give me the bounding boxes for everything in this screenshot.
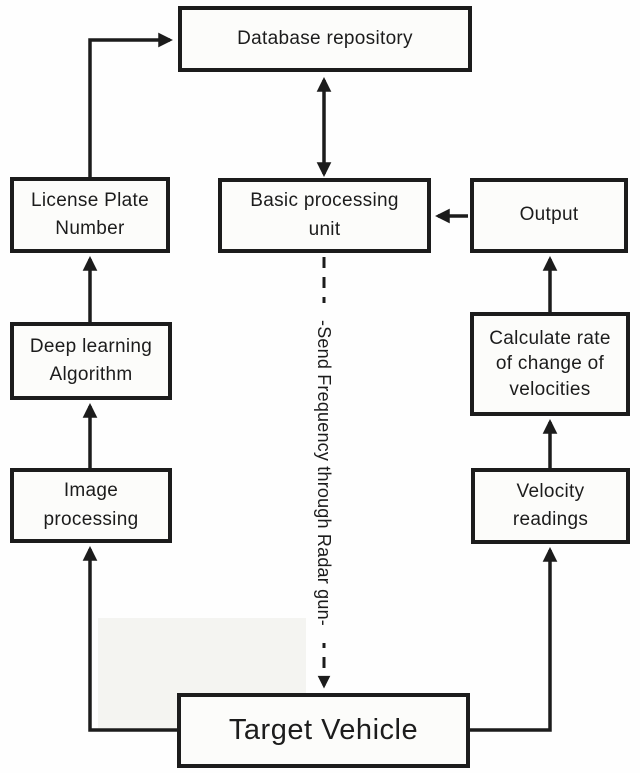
node-target-vehicle: Target Vehicle: [177, 693, 470, 768]
edge-target-vehicle-to-velocity-readings: [470, 547, 558, 732]
node-label-deep-learning-algorithm: Deep learning Algorithm: [29, 335, 153, 386]
node-label-target-vehicle: Target Vehicle: [228, 713, 419, 746]
edge-license-plate-to-database: [88, 32, 173, 180]
node-label-database-repository: Database repository: [237, 27, 413, 49]
node-label-license-plate-number: License Plate Number: [31, 189, 149, 240]
node-label-image-processing: Image processing: [43, 480, 139, 530]
node-label-basic-processing-unit: Basic processing unit: [250, 190, 399, 240]
node-deep-learning-algorithm: Deep learning Algorithm: [10, 322, 172, 400]
node-image-processing: Image processing: [10, 468, 172, 543]
node-calculate-rate-of-change: Calculate rate of change of velocities: [470, 312, 630, 416]
node-label-calculate-rate-of-change: Calculate rate of change of velocities: [489, 327, 611, 400]
node-velocity-readings: Velocity readings: [471, 468, 630, 544]
radar-edge-label: -Send Frequency through Radar gun-: [313, 303, 335, 643]
node-output: Output: [470, 178, 628, 253]
node-label-output: Output: [519, 204, 579, 226]
edge-target-vehicle-to-image-processing: [82, 546, 177, 732]
node-license-plate-number: License Plate Number: [10, 177, 170, 253]
node-database-repository: Database repository: [178, 6, 472, 72]
node-basic-processing-unit: Basic processing unit: [218, 178, 431, 253]
node-label-velocity-readings: Velocity readings: [512, 480, 589, 531]
